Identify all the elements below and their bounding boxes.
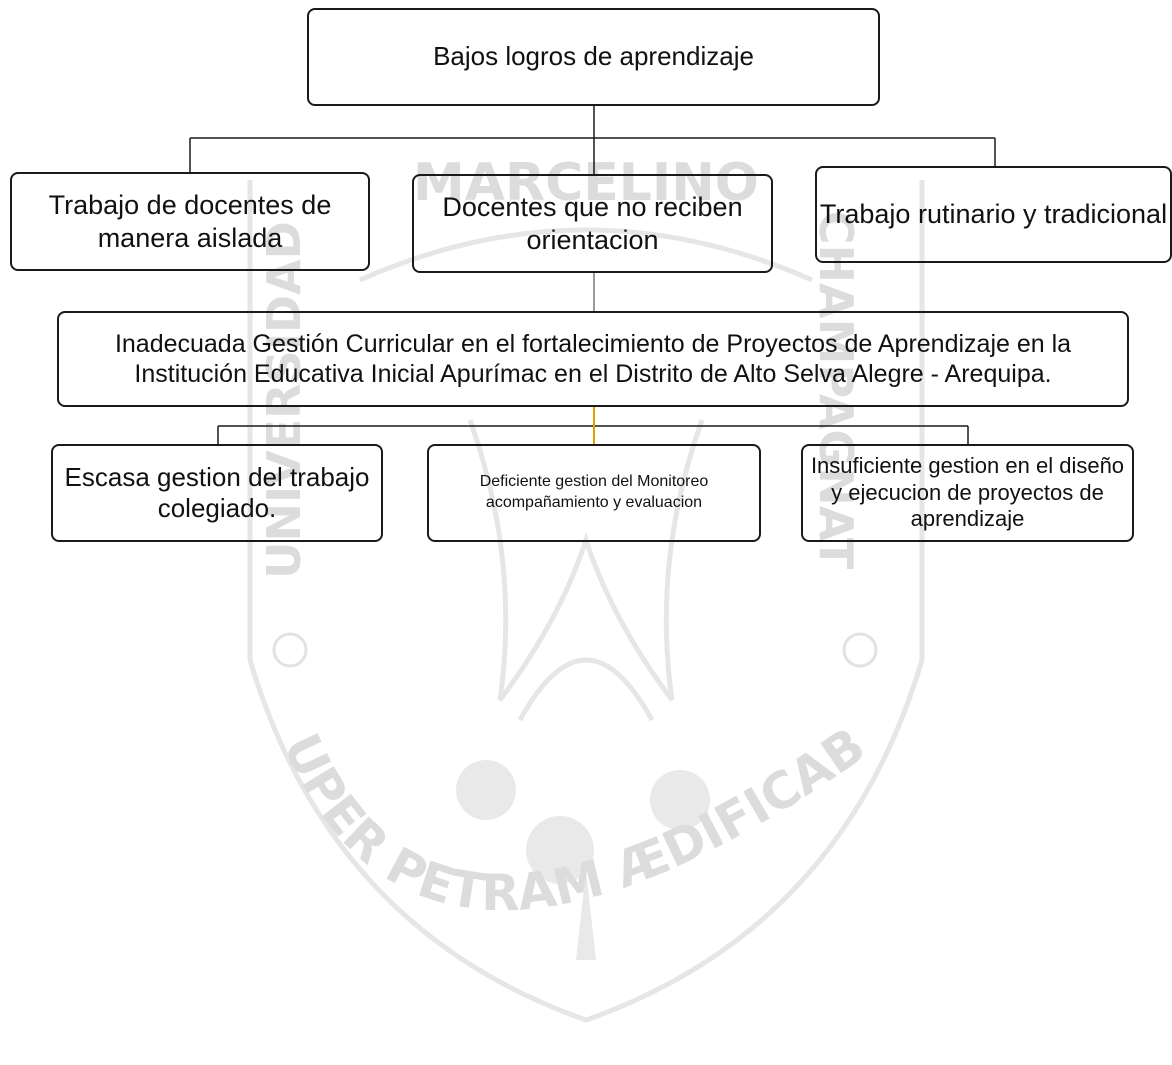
cause-text-1: Trabajo de docentes de manera aislada bbox=[48, 190, 332, 253]
cause-box-3: Trabajo rutinario y tradicional bbox=[815, 166, 1172, 263]
effect-text-1: Escasa gestion del trabajo colegiado. bbox=[64, 461, 370, 523]
watermark-right-text: CHAMPAGNAT bbox=[809, 211, 863, 570]
effect-box-2: Deficiente gestion del Monitoreo acompañ… bbox=[427, 444, 761, 542]
effect-box-1: Escasa gestion del trabajo colegiado. bbox=[51, 444, 383, 542]
effect-text-2: Deficiente gestion del Monitoreo acompañ… bbox=[479, 473, 709, 511]
cause-text-2: Docentes que no reciben orientacion bbox=[442, 192, 743, 255]
cause-box-2: Docentes que no reciben orientacion bbox=[412, 174, 773, 273]
root-problem-box: Bajos logros de aprendizaje bbox=[307, 8, 880, 106]
effect-box-3: Insuficiente gestion en el diseño y ejec… bbox=[801, 444, 1134, 542]
effect-text-3: Insuficiente gestion en el diseño y ejec… bbox=[810, 453, 1125, 532]
root-problem-text: Bajos logros de aprendizaje bbox=[433, 41, 754, 72]
watermark-top-text: MARCELINO bbox=[413, 153, 759, 213]
central-problem-text: Inadecuada Gestión Curricular en el fort… bbox=[114, 329, 1072, 389]
cause-text-3: Trabajo rutinario y tradicional bbox=[819, 199, 1168, 230]
cause-box-1: Trabajo de docentes de manera aislada bbox=[10, 172, 370, 271]
central-problem-box: Inadecuada Gestión Curricular en el fort… bbox=[57, 311, 1129, 407]
watermark-left-text: UNIVERSIDAD bbox=[257, 221, 311, 579]
